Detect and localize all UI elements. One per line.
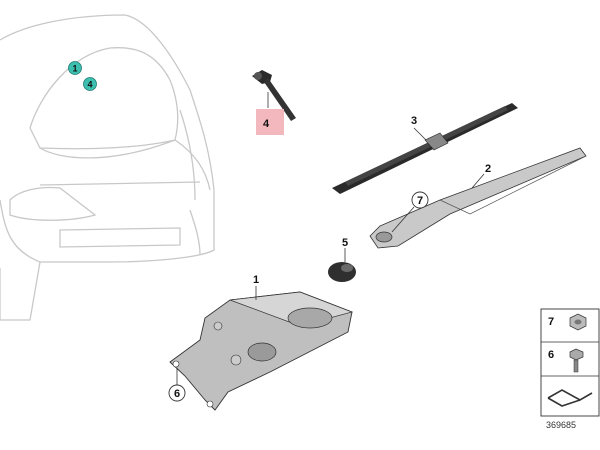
hex-bolt-icon xyxy=(569,348,584,373)
callout-arm-nut: 7 xyxy=(417,195,423,207)
callout-motor: 1 xyxy=(253,274,259,286)
vehicle-rear-outline xyxy=(0,14,215,321)
legend-box: 7 6 xyxy=(540,308,600,417)
callout-wiper-blade: 3 xyxy=(411,115,417,127)
vehicle-badge-1: 1 xyxy=(68,61,82,75)
wiper-arm-leader xyxy=(471,173,485,189)
bolt-callout-circle xyxy=(168,384,186,402)
vehicle-badge-1-label: 1 xyxy=(72,63,77,73)
callout-washer-jet: 4 xyxy=(263,118,270,130)
arm-nut-callout-circle xyxy=(411,191,429,209)
vehicle-badge-4: 4 xyxy=(83,77,97,91)
wiper-blade-part xyxy=(332,103,518,194)
vehicle-badge-4-label: 4 xyxy=(87,79,92,89)
washer-jet-highlight-box xyxy=(256,109,284,135)
wiper-arm-part xyxy=(369,147,587,249)
callout-bolt: 6 xyxy=(174,388,180,400)
washer-jet-part xyxy=(252,70,296,121)
arm-nut-leader xyxy=(391,206,415,233)
drawing-number: 369685 xyxy=(546,420,576,430)
callout-wiper-arm: 2 xyxy=(485,163,491,175)
legend-label-bolt: 6 xyxy=(548,349,554,361)
cap-part xyxy=(328,262,356,282)
hex-nut-icon xyxy=(569,313,587,331)
line-mark-icon xyxy=(547,389,593,407)
motor-part xyxy=(169,291,354,411)
legend-label-nut: 7 xyxy=(548,316,554,328)
callout-cap: 5 xyxy=(342,237,348,249)
wiper-blade-leader xyxy=(413,127,427,141)
